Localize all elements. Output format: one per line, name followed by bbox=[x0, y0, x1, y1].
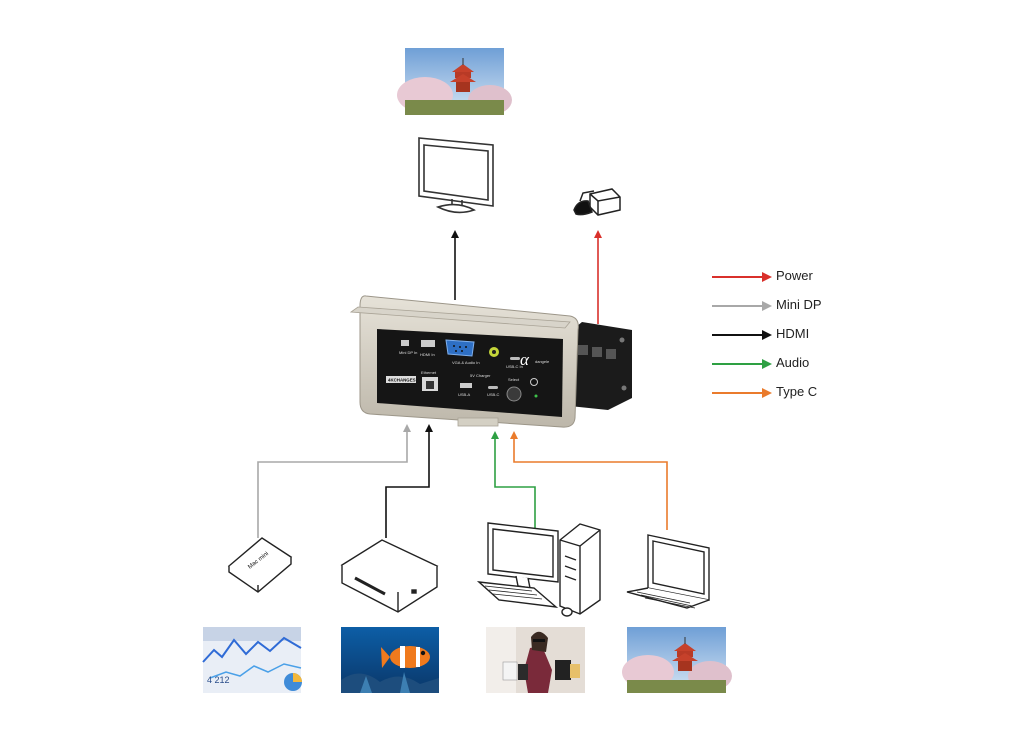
legend-swatch bbox=[712, 392, 762, 394]
media-player-icon bbox=[340, 539, 439, 613]
port-label: Ethernet bbox=[421, 370, 437, 375]
power-symbol-icon bbox=[530, 378, 538, 386]
legend-item-hdmi: HDMI bbox=[712, 324, 872, 353]
analytics-number: 4 212 bbox=[207, 675, 230, 685]
legend-label: Type C bbox=[776, 384, 818, 399]
port-label: USB-C In bbox=[506, 364, 523, 369]
mini-dp-port bbox=[401, 340, 409, 346]
legend-arrowhead bbox=[762, 330, 772, 340]
legend-item-type-c: Type C bbox=[712, 382, 872, 411]
connectivity-box: Mini DP In HDMI In VGA & Audio In USB-C … bbox=[349, 295, 632, 428]
port-label: Mini DP In bbox=[399, 350, 417, 355]
usb-c-in-port bbox=[510, 357, 520, 360]
brand-logo: α bbox=[520, 350, 530, 369]
legend-arrowhead bbox=[762, 388, 772, 398]
analytics-photo: 4 212 bbox=[202, 627, 302, 693]
legend-swatch bbox=[712, 305, 762, 307]
mini-dp-connection bbox=[257, 424, 411, 538]
port-label: HDMI In bbox=[420, 352, 435, 357]
legend-label: Audio bbox=[776, 355, 810, 370]
pagoda-photo-top bbox=[397, 48, 512, 115]
pagoda-photo-bottom bbox=[622, 627, 732, 693]
usb-a-port bbox=[460, 383, 472, 388]
legend-label: HDMI bbox=[776, 326, 810, 341]
legend-arrowhead bbox=[762, 301, 772, 311]
shopping-photo bbox=[486, 627, 585, 693]
brand-wordmark: dangele bbox=[535, 359, 550, 364]
desktop-computer-icon bbox=[476, 522, 601, 617]
status-led bbox=[534, 394, 538, 398]
hdmi-port bbox=[421, 340, 435, 347]
hdmi-connection bbox=[385, 424, 433, 538]
mac-mini-icon: Mac mini bbox=[227, 537, 293, 593]
legend-arrowhead bbox=[762, 359, 772, 369]
legend: Power Mini DP HDMI Audio Type C bbox=[712, 266, 872, 411]
audio-connection bbox=[491, 431, 536, 530]
port-label: Select bbox=[508, 377, 520, 382]
port-label: USB-A bbox=[458, 392, 471, 397]
port-label: USB-C bbox=[487, 392, 500, 397]
legend-item-power: Power bbox=[712, 266, 872, 295]
clownfish-photo bbox=[341, 627, 439, 693]
legend-item-audio: Audio bbox=[712, 353, 872, 382]
legend-label: Power bbox=[776, 268, 813, 283]
power-adapter-icon bbox=[573, 188, 621, 216]
type-c-connection bbox=[510, 431, 668, 530]
legend-swatch bbox=[712, 276, 762, 278]
display-monitor-icon bbox=[418, 137, 494, 214]
select-button bbox=[506, 386, 522, 402]
vga-port bbox=[445, 339, 475, 357]
model-badge: 4KCHANGES bbox=[388, 378, 416, 383]
port-label: 5V Charger bbox=[470, 373, 491, 378]
legend-item-mini-dp: Mini DP bbox=[712, 295, 872, 324]
port-label: VGA & Audio In bbox=[452, 360, 480, 365]
legend-arrowhead bbox=[762, 272, 772, 282]
laptop-icon bbox=[626, 534, 710, 609]
usb-c-port bbox=[488, 386, 498, 389]
legend-swatch bbox=[712, 363, 762, 365]
legend-swatch bbox=[712, 334, 762, 336]
legend-label: Mini DP bbox=[776, 297, 822, 312]
